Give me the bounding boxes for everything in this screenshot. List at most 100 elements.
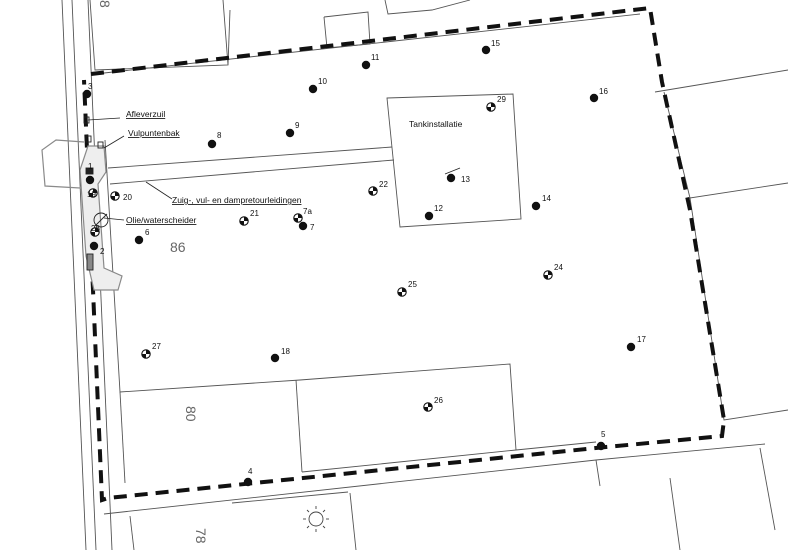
borehole-25: 25 (397, 280, 417, 297)
borehole-13: 13 (446, 173, 470, 184)
borehole-12: 12 (424, 204, 443, 221)
annotations: Afleverzuil Vulpuntenbak Zuig-, vul- en … (97, 0, 463, 544)
label-scheider: Olie/waterscheider (126, 215, 197, 225)
borehole-label: 2 (100, 247, 105, 256)
marker-quadrant (428, 402, 433, 407)
borehole-marker (589, 93, 599, 103)
borehole-22: 22 (368, 180, 388, 196)
borehole-label: 28 (91, 224, 100, 233)
borehole-18: 18 (270, 347, 290, 363)
borehole-27: 27 (141, 342, 161, 359)
borehole-20: 20 (110, 191, 132, 202)
borehole-24: 24 (543, 263, 563, 280)
marker-quadrant (244, 216, 249, 221)
house-number-78: 78 (193, 528, 209, 544)
borehole-marker (446, 173, 456, 183)
borehole-8: 8 (207, 131, 222, 149)
borehole-label: 26 (434, 396, 443, 405)
house-number-80: 80 (183, 406, 199, 422)
sun-symbol (303, 506, 329, 532)
borehole-5: 5 (596, 430, 606, 451)
borehole-label: 16 (599, 87, 608, 96)
marker-quadrant (548, 270, 553, 275)
leader-lines (87, 117, 461, 221)
borehole-marker (531, 201, 541, 211)
borehole-marker (626, 342, 636, 352)
borehole-28: 28 (90, 224, 100, 237)
parcel-lines (61, 0, 788, 550)
borehole-label: 15 (491, 39, 500, 48)
marker-quadrant (110, 196, 115, 201)
borehole-label: 27 (152, 342, 161, 351)
borehole-marker (285, 128, 295, 138)
marker-quadrant (293, 218, 298, 223)
borehole-label: 17 (637, 335, 646, 344)
label-afleverzuil: Afleverzuil (126, 109, 165, 119)
borehole-label: 7 (310, 223, 315, 232)
borehole-label: 3 (88, 82, 93, 91)
label-vulpuntenbak: Vulpuntenbak (128, 128, 180, 138)
borehole-label: 19 (87, 190, 96, 199)
borehole-14: 14 (531, 194, 551, 211)
borehole-19: 19 (87, 188, 98, 199)
borehole-label: 13 (461, 175, 470, 184)
borehole-label: 9 (295, 121, 300, 130)
marker-quadrant (90, 232, 95, 237)
marker-quadrant (402, 287, 407, 292)
borehole-label: 25 (408, 280, 417, 289)
marker-quadrant (368, 191, 373, 196)
borehole-marker (134, 235, 144, 245)
borehole-label: 14 (542, 194, 551, 203)
borehole-marker (298, 221, 308, 231)
marker-quadrant (491, 102, 496, 107)
borehole-9: 9 (285, 121, 300, 138)
borehole-marker (424, 211, 434, 221)
borehole-26: 26 (423, 396, 443, 412)
borehole-label: 1 (88, 162, 93, 171)
borehole-10: 10 (308, 77, 327, 94)
label-leidingen: Zuig-, vul- en dampretourleidingen (172, 195, 302, 205)
borehole-label: 29 (497, 95, 506, 104)
borehole-marker (207, 139, 217, 149)
borehole-label: 12 (434, 204, 443, 213)
borehole-marker (361, 60, 371, 70)
borehole-marker (596, 441, 606, 451)
marker-quadrant (373, 186, 378, 191)
marker-quadrant (95, 227, 100, 232)
borehole-label: 4 (248, 467, 253, 476)
marker-quadrant (486, 107, 491, 112)
borehole-7a: 7a (293, 207, 312, 223)
borehole-marker (89, 241, 99, 251)
house-number-86: 86 (170, 239, 186, 255)
borehole-16: 16 (589, 87, 608, 103)
borehole-marker (82, 89, 92, 99)
borehole-2: 2 (89, 241, 105, 256)
borehole-label: 6 (145, 228, 150, 237)
borehole-11: 11 (361, 53, 380, 70)
borehole-marker (243, 477, 253, 487)
borehole-6: 6 (134, 228, 150, 245)
borehole-15: 15 (481, 39, 500, 55)
marker-quadrant (543, 275, 548, 280)
borehole-marker (85, 175, 95, 185)
borehole-3: 3 (82, 82, 93, 99)
borehole-label: 22 (379, 180, 388, 189)
borehole-1: 1 (85, 162, 95, 185)
borehole-label: 24 (554, 263, 563, 272)
label-tankinstallatie: Tankinstallatie (409, 119, 463, 129)
borehole-label: 8 (217, 131, 222, 140)
borehole-label: 10 (318, 77, 327, 86)
borehole-label: 21 (250, 209, 259, 218)
borehole-marker (308, 84, 318, 94)
borehole-label: 18 (281, 347, 290, 356)
borehole-29: 29 (486, 95, 506, 112)
borehole-21: 21 (239, 209, 259, 226)
marker-quadrant (423, 407, 428, 412)
borehole-label: 5 (601, 430, 606, 439)
borehole-17: 17 (626, 335, 646, 352)
borehole-label: 11 (371, 53, 380, 62)
borehole-4: 4 (243, 467, 253, 487)
station-symbols (83, 116, 109, 271)
